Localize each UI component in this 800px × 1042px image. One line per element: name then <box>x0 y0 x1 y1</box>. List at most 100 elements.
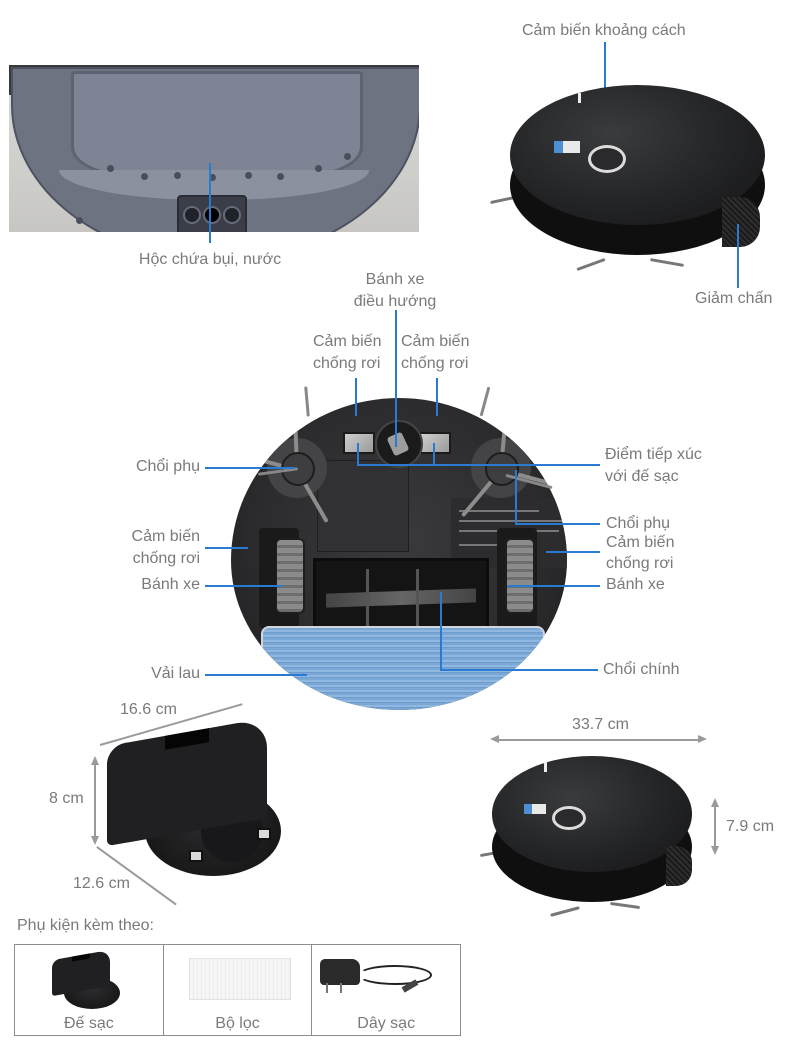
tank-dot <box>174 172 181 179</box>
robot-bottom-photo <box>231 398 567 710</box>
callout-line <box>515 523 600 525</box>
accessory-name: Dây sạc <box>357 1015 416 1032</box>
tank-dot <box>141 173 148 180</box>
cable-coil <box>358 965 433 985</box>
robot-diameter-arrow <box>495 739 701 741</box>
adapter-prong <box>326 983 329 993</box>
label-cliff-sensor-side-left-1: Cảm biến <box>131 528 200 545</box>
callout-line <box>205 674 307 676</box>
arrow-head <box>91 836 99 845</box>
callout-line <box>508 585 600 587</box>
callout-line <box>357 464 600 466</box>
bumper-mesh <box>666 846 692 886</box>
label-main-brush: Chổi chính <box>603 661 680 678</box>
dock-height-label: 8 cm <box>49 790 84 807</box>
side-brush-right <box>485 452 519 486</box>
tank-dot <box>76 217 83 224</box>
robot-height-arrow <box>714 802 716 848</box>
tank-window <box>71 71 363 177</box>
qr-sticker <box>524 804 546 814</box>
robot-top-cover <box>492 756 692 872</box>
callout-line <box>546 551 600 553</box>
charging-contact-right <box>419 432 451 454</box>
callout-line <box>355 378 357 416</box>
tank-dot <box>107 165 114 172</box>
tank-dot <box>315 165 322 172</box>
side-brush-bristle <box>304 386 310 417</box>
callout-line <box>395 310 397 447</box>
front-marker <box>578 93 581 103</box>
callout-line <box>205 585 283 587</box>
dustbin-photo <box>9 65 419 232</box>
accessory-item: Dây sạc <box>312 945 460 1035</box>
arrow-head <box>91 756 99 765</box>
tank-dot <box>245 172 252 179</box>
callout-line <box>440 669 598 671</box>
adapter-prong <box>340 983 343 993</box>
dock-contact <box>257 828 271 840</box>
arrow-head <box>711 846 719 855</box>
callout-line <box>357 443 359 465</box>
charging-contact-left <box>343 432 375 454</box>
label-wheel-right: Bánh xe <box>606 576 665 593</box>
label-dustbin: Hộc chứa bụi, nước <box>138 251 282 268</box>
label-guide-wheel-1: Bánh xe <box>365 271 425 288</box>
accessory-name: Đế sạc <box>63 1015 114 1032</box>
robot-diameter-label: 33.7 cm <box>572 716 629 733</box>
callout-line <box>436 378 438 416</box>
label-charging-contacts-2: với đế sạc <box>605 468 679 485</box>
label-cliff-sensor-front-right-2: chống rơi <box>401 355 469 372</box>
label-cliff-sensor-front-left-1: Cảm biến <box>313 333 382 350</box>
battery-cover <box>317 460 409 552</box>
label-wheel-left: Bánh xe <box>141 576 200 593</box>
arrow-head <box>490 735 499 743</box>
arrow-head <box>698 735 707 743</box>
tank-dot <box>344 153 351 160</box>
side-brush-bristle <box>609 901 641 910</box>
dock-depth-label: 12.6 cm <box>73 875 130 892</box>
label-distance-sensor: Cảm biến khoảng cách <box>522 22 686 39</box>
charging-dock-icon <box>52 949 122 1009</box>
dock-width-label: 16.6 cm <box>120 701 177 718</box>
label-guide-wheel-2: điều hướng <box>353 293 437 310</box>
label-bumper: Giảm chấn <box>695 290 773 307</box>
label-cliff-sensor-side-left-2: chống rơi <box>132 550 200 567</box>
power-button-icon <box>552 806 586 830</box>
drive-wheel-right <box>505 538 535 614</box>
front-marker <box>544 762 547 772</box>
accessories-table: Đế sạc Bộ lọc Dây sạc <box>14 944 461 1036</box>
callout-line <box>209 163 211 243</box>
guide-wheel <box>375 420 423 468</box>
charging-dock-photo <box>105 717 285 892</box>
qr-sticker <box>554 141 580 153</box>
callout-line <box>515 470 517 524</box>
accessory-name: Bộ lọc <box>215 1015 260 1032</box>
robot-height-label: 7.9 cm <box>726 818 775 835</box>
side-brush-left <box>281 452 315 486</box>
label-cliff-sensor-front-left-2: chống rơi <box>313 355 381 372</box>
side-brush-bristle <box>649 258 685 267</box>
callout-line <box>205 467 295 469</box>
dock-contact <box>189 850 203 862</box>
dock-height-arrow <box>94 760 96 840</box>
label-cliff-sensor-side-right-1: Cảm biến <box>606 534 675 551</box>
callout-line <box>440 592 442 670</box>
bumper-mesh <box>722 197 760 247</box>
power-adapter-icon <box>320 959 361 985</box>
robot-top-photo <box>490 85 770 275</box>
drive-wheel-left <box>275 538 305 614</box>
robot-small-photo <box>479 752 710 922</box>
side-brush-bristle <box>550 906 580 917</box>
accessory-item: Đế sạc <box>15 945 164 1035</box>
callout-line <box>433 443 435 465</box>
callout-line <box>205 547 248 549</box>
mop-pad <box>261 626 545 710</box>
main-brush-roller <box>326 588 476 608</box>
arrow-head <box>711 798 719 807</box>
label-side-brush-right: Chổi phụ <box>606 515 671 532</box>
tank-dot <box>277 173 284 180</box>
label-cliff-sensor-front-right-1: Cảm biến <box>401 333 470 350</box>
accessories-title: Phụ kiện kèm theo: <box>17 917 154 934</box>
tank-dot <box>209 174 216 181</box>
label-mop-cloth: Vải lau <box>151 665 200 682</box>
